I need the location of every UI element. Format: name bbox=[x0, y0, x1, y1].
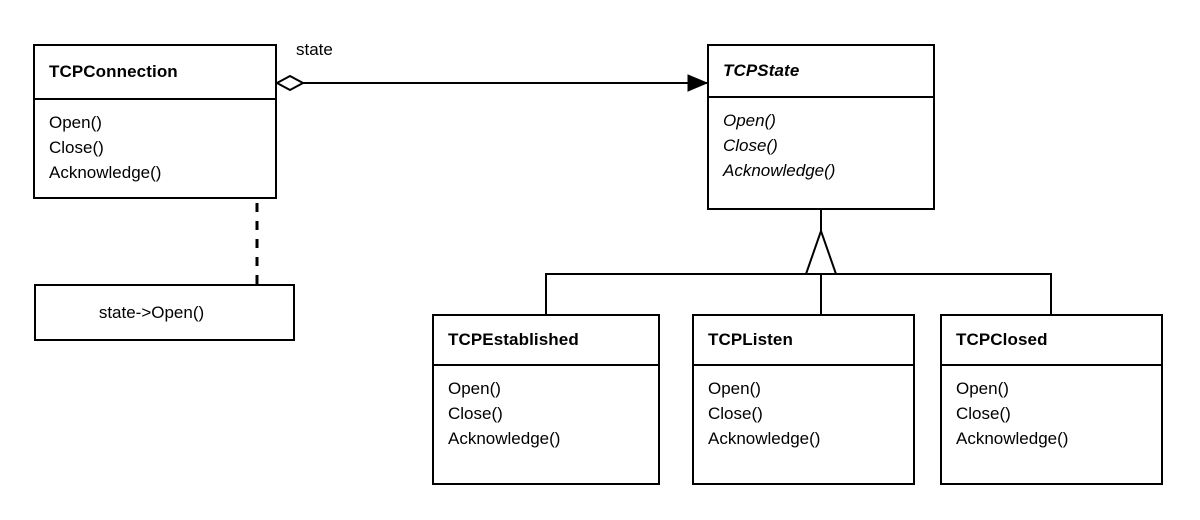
operation-item: Acknowledge() bbox=[708, 429, 821, 448]
inheritance-triangle-icon bbox=[804, 227, 838, 275]
class-operations-tcpconnection: Open() Close() Acknowledge() bbox=[35, 100, 275, 185]
class-operations-tcplisten: Open() Close() Acknowledge() bbox=[694, 366, 913, 451]
operation-item: Close() bbox=[956, 404, 1011, 423]
class-box-tcpclosed[interactable]: TCPClosed Open() Close() Acknowledge() bbox=[940, 314, 1163, 485]
operation-item: Acknowledge() bbox=[448, 429, 561, 448]
note-text: state->Open() bbox=[98, 302, 205, 322]
operation-item: Open() bbox=[448, 379, 501, 398]
aggregation-diamond-icon bbox=[274, 74, 306, 92]
class-title-cell-tcpstate: TCPState bbox=[709, 46, 933, 98]
operation-item: Acknowledge() bbox=[723, 161, 836, 180]
class-name-tcpestablished: TCPEstablished bbox=[448, 330, 579, 349]
arrowhead-icon bbox=[687, 74, 709, 92]
class-title-cell-tcpestablished: TCPEstablished bbox=[434, 316, 658, 366]
operation-item: Close() bbox=[448, 404, 503, 423]
operation-item: Acknowledge() bbox=[49, 163, 162, 182]
class-operations-tcpestablished: Open() Close() Acknowledge() bbox=[434, 366, 658, 451]
class-operations-tcpstate: Open() Close() Acknowledge() bbox=[709, 98, 933, 183]
class-name-tcpconnection: TCPConnection bbox=[49, 62, 178, 81]
class-box-tcplisten[interactable]: TCPListen Open() Close() Acknowledge() bbox=[692, 314, 915, 485]
operation-item: Open() bbox=[723, 111, 776, 130]
class-title-cell-tcpconnection: TCPConnection bbox=[35, 46, 275, 100]
association-role-label: state bbox=[296, 40, 333, 59]
class-box-tcpstate[interactable]: TCPState Open() Close() Acknowledge() bbox=[707, 44, 935, 210]
operation-item: Open() bbox=[49, 113, 102, 132]
class-box-tcpconnection[interactable]: TCPConnection Open() Close() Acknowledge… bbox=[33, 44, 277, 199]
operation-item: Acknowledge() bbox=[956, 429, 1069, 448]
class-operations-tcpclosed: Open() Close() Acknowledge() bbox=[942, 366, 1161, 451]
operation-item: Close() bbox=[708, 404, 763, 423]
operation-item: Open() bbox=[956, 379, 1009, 398]
operation-item: Close() bbox=[723, 136, 778, 155]
operation-item: Close() bbox=[49, 138, 104, 157]
class-name-tcpstate: TCPState bbox=[723, 61, 800, 80]
class-title-cell-tcpclosed: TCPClosed bbox=[942, 316, 1161, 366]
class-name-tcplisten: TCPListen bbox=[708, 330, 793, 349]
class-name-tcpclosed: TCPClosed bbox=[956, 330, 1048, 349]
association-state-edge bbox=[274, 74, 709, 92]
class-box-tcpestablished[interactable]: TCPEstablished Open() Close() Acknowledg… bbox=[432, 314, 660, 485]
generalization-edge bbox=[545, 210, 1052, 314]
operation-item: Open() bbox=[708, 379, 761, 398]
class-title-cell-tcplisten: TCPListen bbox=[694, 316, 913, 366]
note-box[interactable]: state->Open() bbox=[34, 284, 295, 341]
